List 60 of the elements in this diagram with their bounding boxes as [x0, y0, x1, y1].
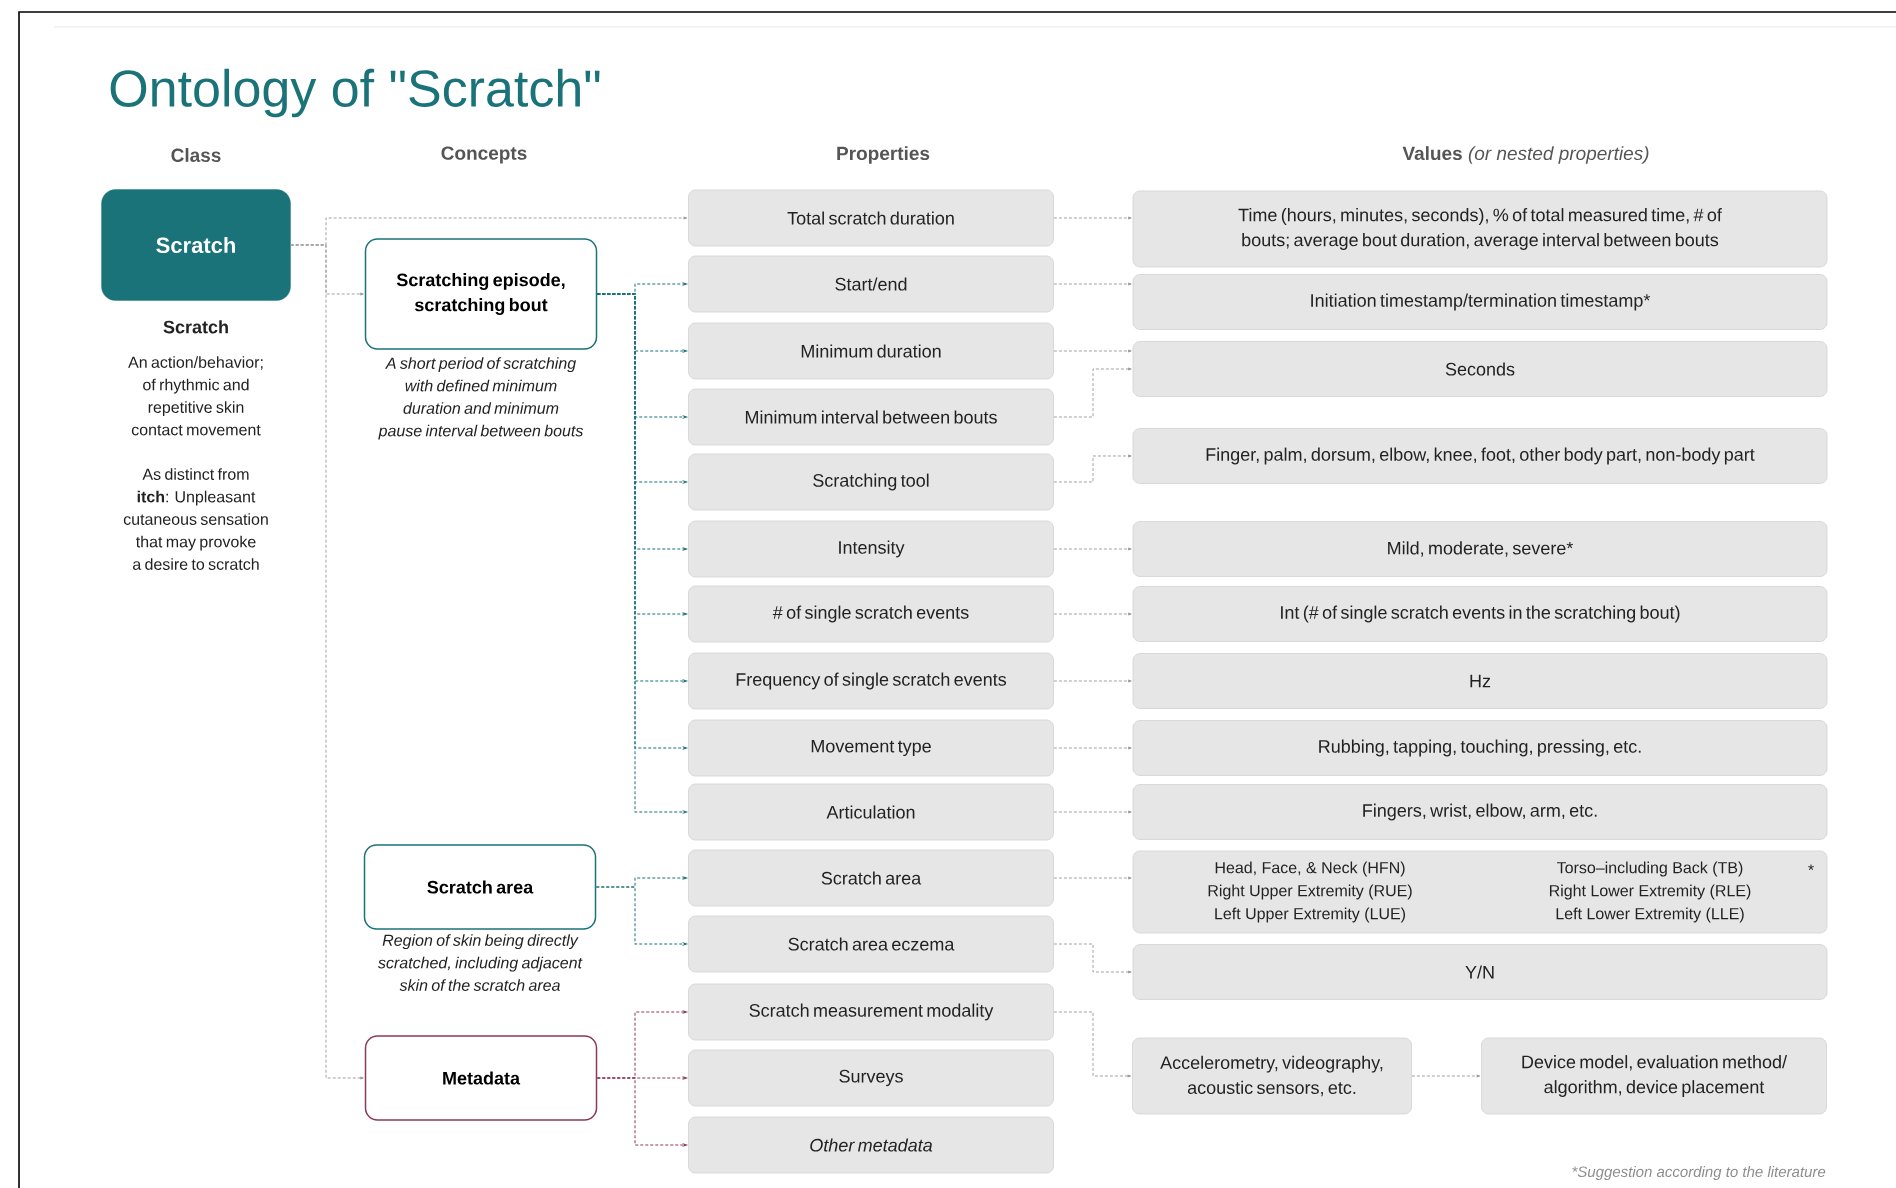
description-text: A short period of scratching with defined minimum duration and minimum pause interval between bouts — [378, 357, 584, 440]
property-box: Total scratch duration — [688, 189, 1054, 247]
arrow — [1053, 216, 1132, 220]
property-box: Scratch area — [688, 849, 1054, 907]
arrow — [1053, 282, 1132, 286]
property-box: Intensity — [688, 520, 1054, 578]
value-box: Hz — [1132, 653, 1828, 709]
arrow — [1053, 454, 1132, 483]
value-box: Fingers, wrist, elbow, arm, etc. — [1132, 784, 1828, 840]
property-box: Scratching tool — [688, 453, 1054, 511]
concept-box: Metadata — [364, 1035, 598, 1121]
property-box: Scratch area eczema — [688, 915, 1054, 973]
value-box: Accelerometry, videography, acoustic sensors, etc. — [1132, 1037, 1412, 1115]
property-box: Surveys — [688, 1049, 1054, 1107]
column-header: Values (or nested properties) — [1402, 146, 1649, 164]
description-text: An action/behavior; of rhythmic and repetitive skin contact movement — [128, 356, 263, 436]
arrow — [290, 244, 364, 1080]
arrow — [1053, 349, 1132, 353]
property-box: Movement type — [688, 719, 1054, 777]
class-box: Scratch — [101, 189, 291, 301]
arrow — [1053, 1011, 1132, 1078]
property-box: # of single scratch events — [688, 585, 1054, 643]
title: Ontology of "Scratch" — [110, 68, 600, 118]
value-box: Device model, evaluation method/ algorithm, device placement — [1481, 1037, 1827, 1115]
column-header: Concepts — [441, 146, 527, 164]
value-box: Head, Face, & Neck (HFN) Right Upper Extremity (RUE) Left Upper Extremity (LUE) Torso–including Back (TB) Right Lower Extremity (RLE) Left Lower Extremity (LLE) * — [1132, 850, 1828, 934]
value-box: Int (# of single scratch events in the scratching bout) — [1132, 586, 1828, 642]
description-text: As distinct from itch: Unpleasant cutaneous sensation that may provoke a desire to scratch — [123, 468, 268, 570]
property-box: Articulation — [688, 783, 1054, 841]
value-box: Time (hours, minutes, seconds), % of total measured time, # of bouts; average bout duration, average interval between bouts — [1132, 190, 1828, 268]
property-box: Minimum interval between bouts — [688, 388, 1054, 446]
arrow — [1053, 612, 1132, 616]
arrow — [1053, 679, 1132, 683]
value-box: Finger, palm, dorsum, elbow, knee, foot, other body part, non-body part — [1132, 428, 1828, 484]
value-box: Mild, moderate, severe* — [1132, 521, 1828, 577]
value-box: Rubbing, tapping, touching, pressing, etc. — [1132, 720, 1828, 776]
arrow — [596, 1077, 688, 1147]
arrow — [1053, 810, 1132, 814]
arrow — [1053, 876, 1132, 880]
value-box: Seconds — [1132, 341, 1828, 397]
value-box: Initiation timestamp/termination timestamp* — [1132, 274, 1828, 330]
property-box: Frequency of single scratch events — [688, 652, 1054, 710]
arrow — [1053, 746, 1132, 750]
column-header: Properties — [837, 146, 930, 164]
concept-box: Scratching episode, scratching bout — [364, 238, 598, 350]
property-box: Start/end — [688, 255, 1054, 313]
arrow — [1053, 547, 1132, 551]
arrow — [595, 886, 688, 946]
property-box: Scratch measurement modality — [688, 983, 1054, 1041]
arrow — [1411, 1074, 1481, 1078]
concept-box: Scratch area — [363, 844, 597, 930]
class-label: Scratch — [163, 320, 228, 334]
property-box: Minimum duration — [688, 322, 1054, 380]
description-text: Region of skin being directly scratched, including adjacent skin of the scratch area — [378, 934, 583, 991]
property-box: Other metadata — [688, 1116, 1054, 1174]
column-header: Class — [171, 148, 221, 162]
arrow — [1053, 943, 1132, 974]
arrow — [1053, 367, 1132, 418]
footnote: *Suggestion according to the literature — [1572, 1166, 1826, 1180]
value-box: Y/N — [1132, 944, 1828, 1000]
